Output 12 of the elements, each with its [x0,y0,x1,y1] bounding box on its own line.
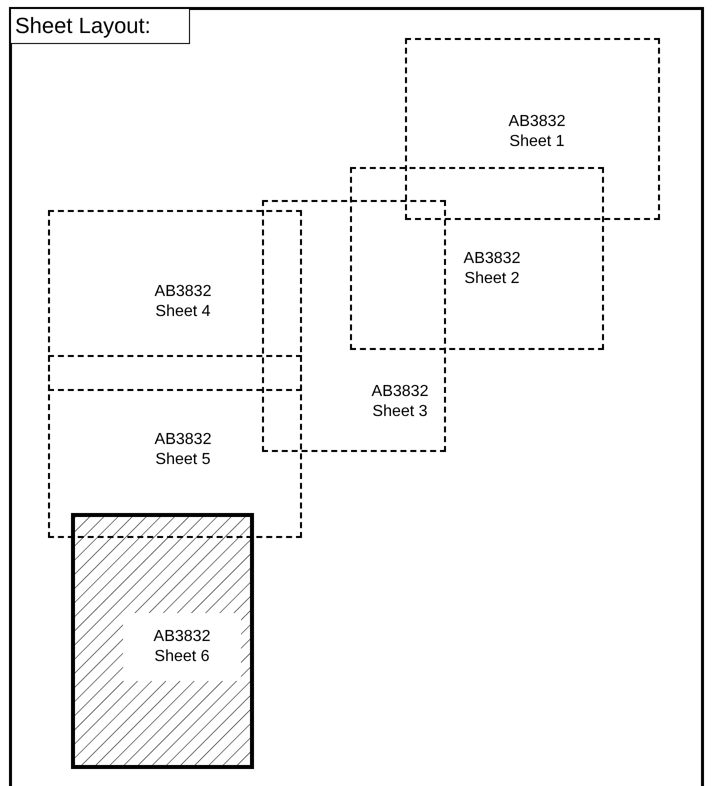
title-box [10,8,190,44]
sheet-label: AB3832 Sheet 1 [508,112,566,152]
sheet-label: AB3832 Sheet 2 [462,249,522,289]
dashed-sheet-outline [350,167,604,350]
dashed-sheet-outline [262,200,446,452]
sheet-label: AB3832 Sheet 6 [123,613,241,681]
dashed-sheet-outline [405,38,660,220]
title-text: Sheet Layout: [15,15,151,37]
sheet-label: AB3832 Sheet 4 [154,282,212,322]
sheet-label: AB3832 Sheet 5 [154,430,212,470]
dashed-sheet-outline [48,210,302,391]
sheet-label: AB3832 Sheet 3 [370,382,430,422]
